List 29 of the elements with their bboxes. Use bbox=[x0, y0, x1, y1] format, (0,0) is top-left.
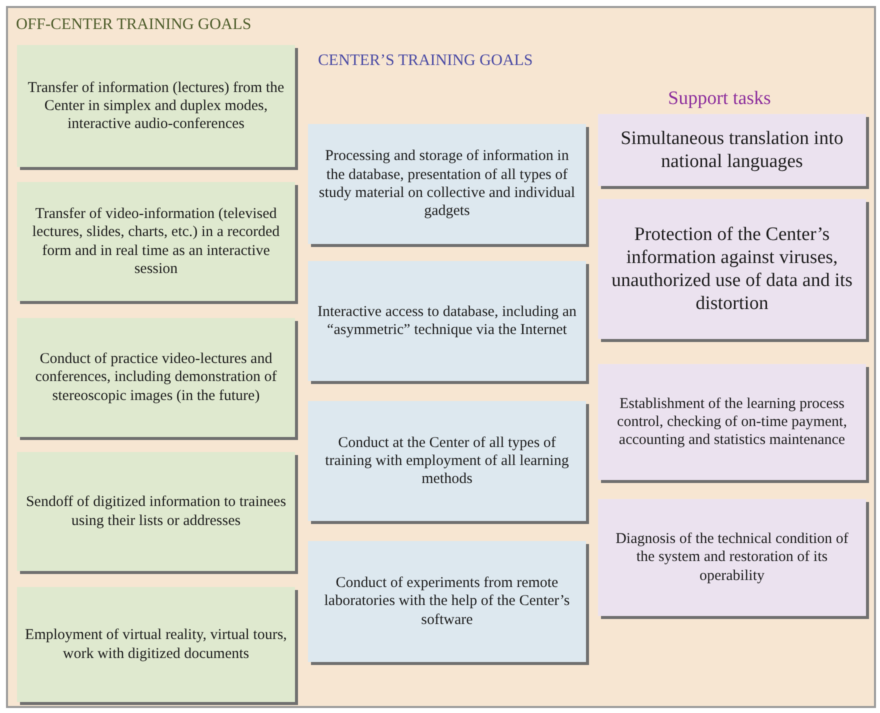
column-heading: Support tasks bbox=[668, 88, 771, 110]
box-text: Conduct of experiments from remote laboratories with the help of the Center’s software bbox=[323, 574, 571, 629]
column-heading: CENTER’S TRAINING GOALS bbox=[318, 52, 533, 70]
goal-box bbox=[308, 261, 586, 381]
goal-box bbox=[308, 124, 586, 244]
goal-box bbox=[598, 199, 866, 339]
box-text: Establishment of the learning process control, checking of on-time payment, accounting and statistics maintenance bbox=[616, 394, 848, 450]
box-text: Conduct at the Center of all types of training with employment of all learning methods bbox=[324, 434, 570, 488]
goal-box bbox=[308, 541, 586, 662]
goal-box bbox=[598, 114, 866, 186]
box-text: Sendoff of digitized information to trainees using their lists or addresses bbox=[25, 493, 287, 530]
column-heading: OFF-CENTER TRAINING GOALS bbox=[16, 16, 252, 34]
goal-box bbox=[17, 452, 295, 571]
box-text: Diagnosis of the technical condition of the system and restoration of its operability bbox=[614, 530, 850, 585]
box-text: Employment of virtual reality, virtual tours, work with digitized documents bbox=[25, 626, 287, 663]
goal-box bbox=[17, 587, 295, 702]
goal-box bbox=[308, 401, 586, 521]
box-text: Transfer of information (lectures) from the Center in simplex and duplex modes, interactive audio-conferences bbox=[26, 78, 286, 134]
box-text: Interactive access to database, including an “asymmetric” technique via the Internet bbox=[316, 302, 578, 340]
goal-box bbox=[598, 364, 866, 480]
box-text: Processing and storage of information in the database, presentation of all types of study material on collective and individual gadgets bbox=[318, 147, 576, 221]
box-text: Simultaneous translation into national languages bbox=[620, 126, 844, 174]
goal-box bbox=[17, 45, 295, 167]
goal-box bbox=[598, 499, 866, 616]
box-text: Conduct of practice video-lectures and conferences, including demonstration of stereoscopic images (in the future) bbox=[34, 350, 278, 405]
goal-box bbox=[17, 318, 295, 437]
box-text: Protection of the Center’s information against viruses, unauthorized use of data and its distortion bbox=[610, 222, 854, 316]
goal-box bbox=[17, 182, 295, 301]
box-text: Transfer of video-information (televised lectures, slides, charts, etc.) in a recorded form and in real time as an interactive session bbox=[31, 204, 281, 278]
